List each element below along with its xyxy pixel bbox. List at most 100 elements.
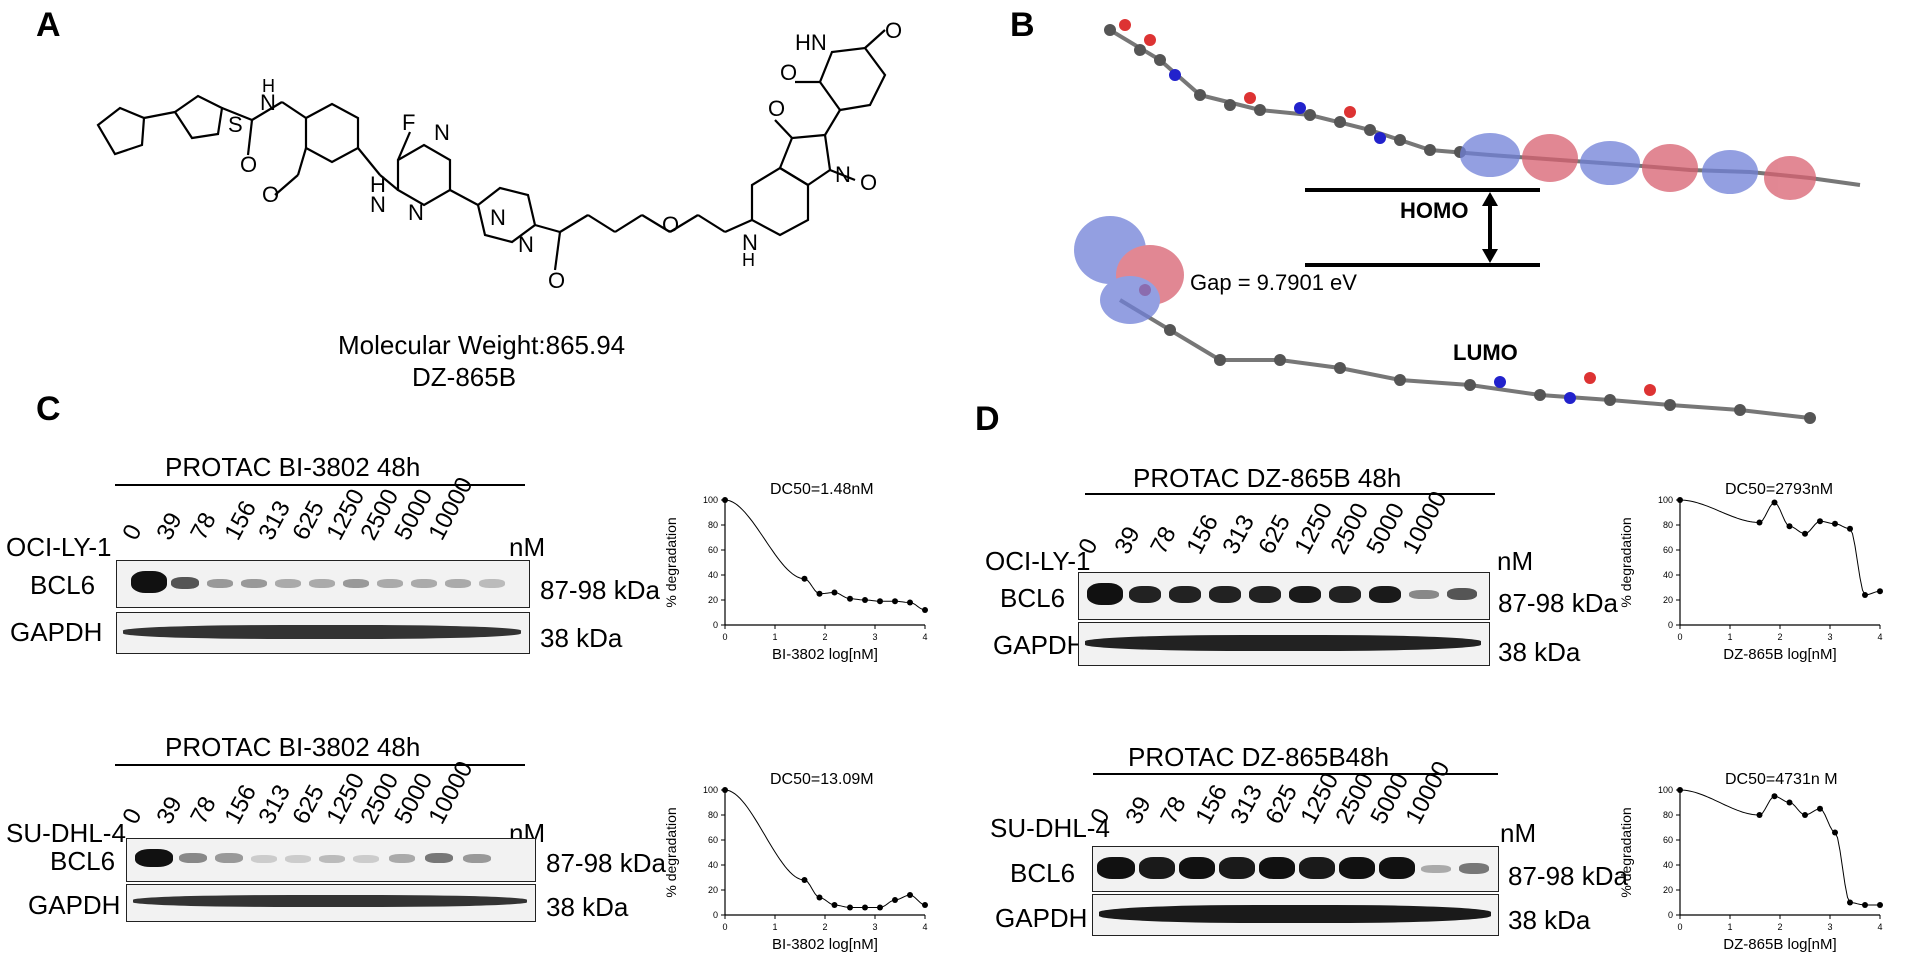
data-point [1677, 787, 1683, 793]
dc50-label: DC50=4731n M [1725, 771, 1838, 788]
data-point [1817, 805, 1823, 812]
data-point [892, 897, 898, 903]
conc-label: 625 [1253, 510, 1296, 559]
x-tick-label: 0 [722, 632, 727, 642]
conc-label: 10000 [1397, 486, 1453, 559]
conc-label: 313 [253, 780, 296, 829]
x-tick-label: 2 [1777, 922, 1782, 932]
svg-text:N: N [370, 192, 386, 217]
svg-text:F: F [402, 110, 415, 135]
header-rule [115, 484, 525, 486]
bcl6-kda: 87-98 kDa [540, 575, 660, 605]
blot-header: PROTAC BI-3802 48h [165, 452, 421, 482]
svg-text:N: N [408, 200, 424, 225]
cell-line-label: OCI-LY-1 [6, 532, 112, 562]
bcl6-label: BCL6 [1000, 583, 1066, 613]
y-tick-label: 80 [1663, 520, 1673, 530]
panel-label-b: B [1010, 6, 1035, 44]
x-tick-label: 1 [1727, 632, 1732, 642]
data-point [1877, 588, 1883, 595]
x-axis-label: BI-3802 log[nM] [772, 646, 878, 663]
bcl6-kda: 87-98 kDa [546, 848, 666, 878]
y-tick-label: 20 [708, 885, 718, 895]
gapdh-kda: 38 kDa [1498, 637, 1581, 667]
y-tick-label: 20 [1663, 885, 1673, 895]
conc-label: 313 [1225, 780, 1268, 829]
data-point [862, 597, 868, 603]
molecular-weight: Molecular Weight:865.94 [338, 330, 626, 360]
x-tick-label: 4 [922, 632, 927, 642]
conc-label: 39 [151, 508, 188, 545]
y-tick-label: 80 [1663, 810, 1673, 820]
data-point [1756, 812, 1763, 818]
y-tick-label: 20 [1663, 595, 1673, 605]
svg-text:O: O [240, 152, 257, 177]
conc-label: 156 [219, 496, 262, 545]
conc-label: 156 [1181, 510, 1224, 559]
conc-label: 78 [1145, 522, 1182, 559]
x-tick-label: 2 [822, 632, 827, 642]
bcl6-blot [1078, 572, 1490, 620]
x-tick-label: 3 [1827, 922, 1832, 932]
data-point [877, 598, 883, 605]
data-point [816, 894, 823, 901]
conc-label: 156 [1190, 780, 1233, 829]
gapdh-label: GAPDH [10, 617, 103, 647]
conc-label: 0 [117, 520, 148, 545]
unit-label: nM [1500, 818, 1537, 848]
data-point [1756, 519, 1763, 526]
data-point [831, 902, 838, 908]
cell-line-label: OCI-LY-1 [985, 546, 1091, 576]
x-tick-label: 4 [1877, 922, 1882, 932]
data-point [816, 590, 823, 597]
svg-text:S: S [228, 112, 243, 137]
conc-label: 313 [1217, 510, 1260, 559]
x-tick-label: 1 [1727, 922, 1732, 932]
cell-line-label: SU-DHL-4 [990, 813, 1110, 843]
dc50-label: DC50=1.48nM [770, 481, 874, 498]
x-tick-label: 0 [1677, 922, 1682, 932]
svg-text:O: O [768, 96, 785, 121]
svg-text:N: N [835, 162, 851, 187]
unit-label: nM [1497, 546, 1534, 576]
y-tick-label: 100 [1658, 785, 1673, 795]
data-point [1862, 592, 1868, 598]
data-point [1802, 530, 1808, 537]
y-tick-label: 100 [703, 495, 718, 505]
data-point [1847, 525, 1853, 532]
data-point [1862, 902, 1868, 908]
lumo-label: LUMO [1453, 340, 1518, 365]
svg-text:H: H [742, 250, 755, 270]
data-point [907, 892, 913, 898]
x-tick-label: 3 [1827, 632, 1832, 642]
conc-label: 625 [287, 496, 330, 545]
x-tick-label: 0 [1677, 632, 1682, 642]
fit-curve [1679, 789, 1880, 906]
svg-text:O: O [262, 182, 279, 207]
bcl6-blot [116, 560, 530, 608]
data-point [922, 607, 928, 613]
data-point [877, 904, 883, 911]
x-tick-label: 2 [822, 922, 827, 932]
data-point [1817, 518, 1823, 525]
conc-label: 313 [253, 496, 296, 545]
y-tick-label: 40 [1663, 860, 1673, 870]
svg-text:N: N [490, 205, 506, 230]
x-tick-label: 1 [772, 922, 777, 932]
gapdh-blot [126, 884, 536, 922]
x-tick-label: 0 [722, 922, 727, 932]
gapdh-kda: 38 kDa [546, 892, 629, 922]
x-axis-label: DZ-865B log[nM] [1723, 646, 1836, 663]
svg-text:N: N [260, 90, 276, 115]
fit-curve [1679, 499, 1881, 596]
data-point [722, 787, 728, 793]
blot-header: PROTAC DZ-865B 48h [1133, 463, 1402, 493]
svg-text:O: O [885, 20, 902, 43]
gapdh-kda: 38 kDa [1508, 905, 1591, 935]
data-point [1802, 812, 1808, 818]
bcl6-label: BCL6 [50, 846, 116, 876]
y-tick-label: 20 [708, 595, 718, 605]
conc-label: 39 [1109, 522, 1146, 559]
y-axis-label: % degradation [663, 517, 679, 607]
